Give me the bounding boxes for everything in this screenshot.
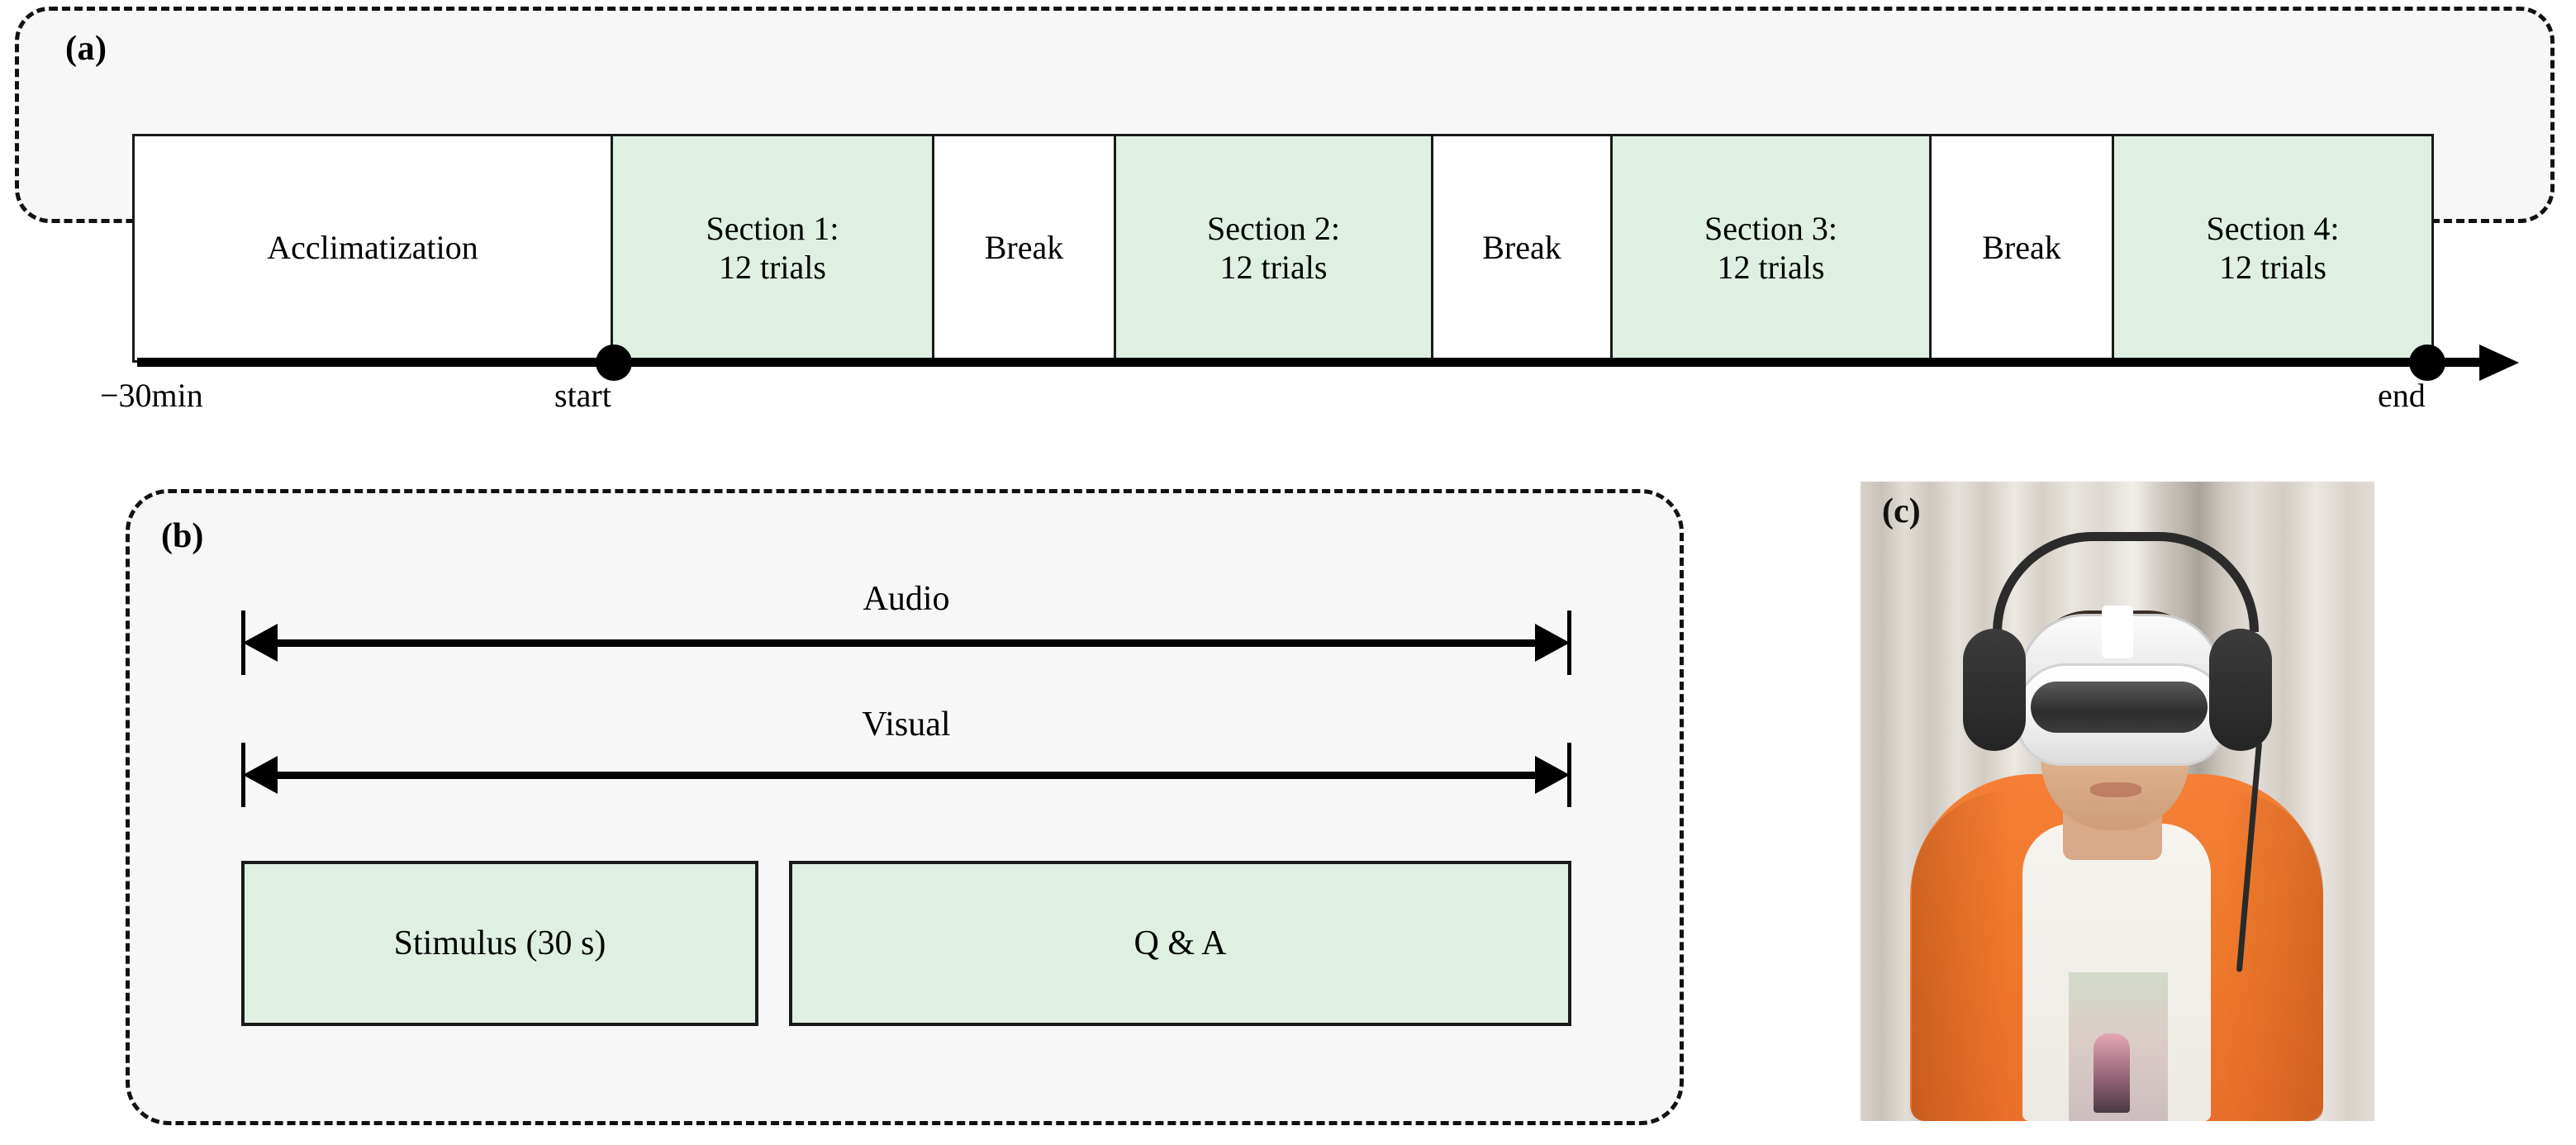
timeline-axis-line <box>137 358 2483 367</box>
timeline-block-label: Section 2: 12 trials <box>1207 210 1340 287</box>
timeline-block-line1: Section 3: <box>1704 210 1838 248</box>
timeline-block-line1: Section 1: <box>706 210 839 248</box>
arrow-head-left-icon <box>243 624 278 662</box>
hoodie-shade-left <box>1912 791 2011 1121</box>
timeline-block-label: Section 4: 12 trials <box>2206 210 2339 287</box>
timeline-block-acclimatization: Acclimatization <box>132 134 613 363</box>
panel-b-label: (b) <box>161 517 204 555</box>
arrow-shaft <box>263 772 1550 779</box>
timeline-blocks-row: Acclimatization Section 1: 12 trials Bre… <box>132 134 2434 363</box>
arrow-head-right-icon <box>1535 624 1570 662</box>
timeline-block-line2: 12 trials <box>1717 248 1825 286</box>
track-label-audio: Audio <box>863 580 950 618</box>
timeline-block-break-3: Break <box>1929 134 2114 363</box>
timeline-block-label: Break <box>984 229 1064 267</box>
panel-c-participant-photo: (c) <box>1861 482 2374 1121</box>
participant-figure <box>1861 532 2374 1121</box>
trial-segment-stimulus: Stimulus (30 s) <box>241 861 758 1026</box>
mouth <box>2090 782 2141 797</box>
track-label-visual: Visual <box>862 706 951 744</box>
timeline-marker-end-dot <box>2409 344 2445 381</box>
timeline-block-line2: 12 trials <box>719 248 826 286</box>
trial-segment-label: Q & A <box>1134 924 1227 962</box>
timeline-block-label: Acclimatization <box>267 229 478 267</box>
arrow-head-right-icon <box>1535 756 1570 794</box>
panel-b-trial-structure: (b) Audio Visual Stimulus (30 s) Q & A <box>126 489 1684 1125</box>
headphone-earcup-right <box>2209 629 2272 751</box>
track-arrow-audio <box>241 611 1571 675</box>
timeline-block-section-2: Section 2: 12 trials <box>1114 134 1433 363</box>
timeline-block-label: Section 1: 12 trials <box>706 210 839 287</box>
timeline-block-line1: Section 4: <box>2206 210 2340 248</box>
arrow-head-left-icon <box>243 756 278 794</box>
axis-caption-end: end <box>2378 377 2426 414</box>
timeline-block-line2: 12 trials <box>2219 248 2326 286</box>
arrow-shaft <box>263 639 1550 647</box>
timeline-block-label: Section 3: 12 trials <box>1704 210 1837 287</box>
trial-segment-qa: Q & A <box>789 861 1571 1026</box>
timeline-block-break-2: Break <box>1431 134 1613 363</box>
timeline-marker-start-dot <box>596 344 632 381</box>
panel-a-session-timeline: (a) Acclimatization Section 1: 12 trials… <box>15 7 2555 414</box>
vr-headset-lens-panel <box>2031 682 2208 733</box>
timeline-block-line2: 12 trials <box>1219 248 1328 286</box>
timeline-block-section-1: Section 1: 12 trials <box>611 134 934 363</box>
timeline-block-line1: Section 2: <box>1206 210 1341 248</box>
timeline-block-break-1: Break <box>932 134 1116 363</box>
timeline-block-label: Break <box>1982 229 2061 267</box>
timeline-block-section-3: Section 3: 12 trials <box>1610 134 1932 363</box>
vr-headset-top-strap <box>2102 606 2133 658</box>
panel-a-label: (a) <box>65 30 107 68</box>
track-arrow-visual <box>241 743 1571 807</box>
trial-segment-label: Stimulus (30 s) <box>393 924 606 962</box>
headphone-earcup-left <box>1963 629 2026 751</box>
axis-caption-minus-30min: −30min <box>100 377 203 414</box>
tshirt-print-figure <box>2094 1033 2130 1113</box>
timeline-block-label: Break <box>1482 229 1561 267</box>
timeline-block-section-4: Section 4: 12 trials <box>2112 134 2434 363</box>
panel-c-label: (c) <box>1882 492 1921 530</box>
timeline-arrow-head-icon <box>2479 344 2519 381</box>
axis-caption-start: start <box>554 377 611 414</box>
